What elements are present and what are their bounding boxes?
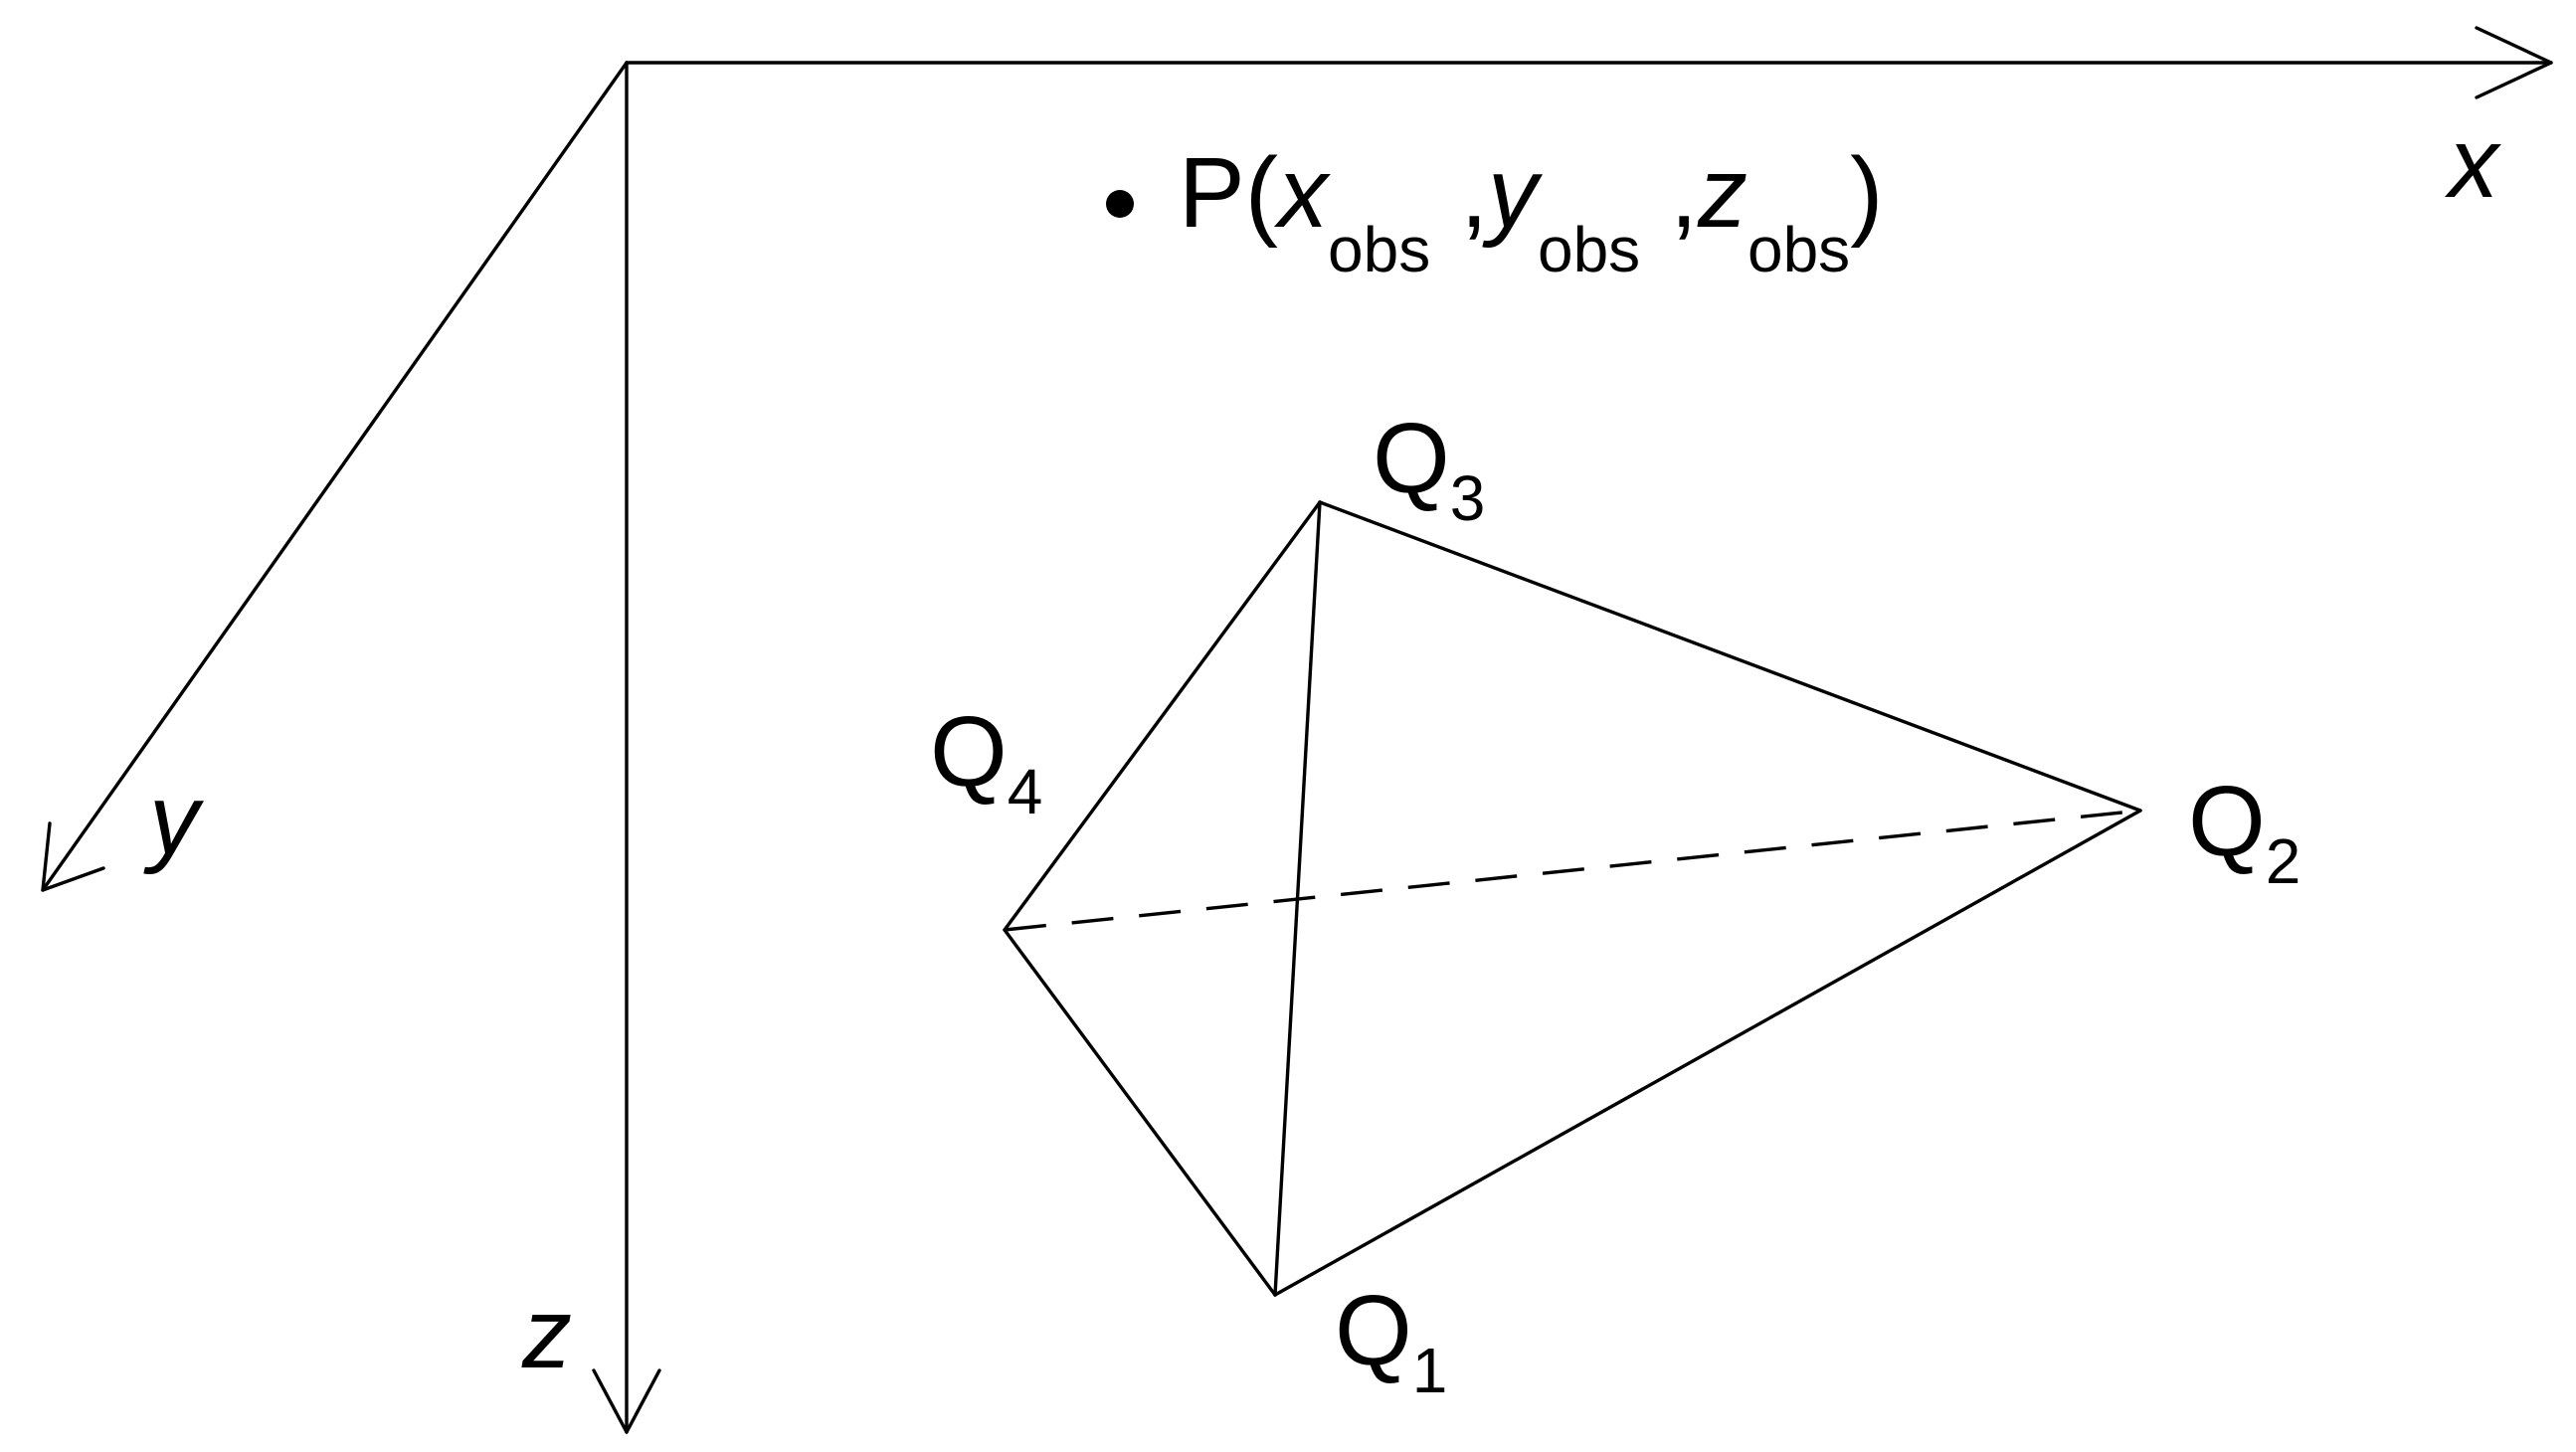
- vertex-q3-index: 3: [1450, 462, 1486, 534]
- separator-2: ,: [1670, 137, 1698, 249]
- vertex-q3-letter: Q: [1373, 403, 1450, 514]
- x-axis-arrowhead: [2475, 26, 2553, 99]
- vertex-label-q4: Q4: [930, 696, 1042, 827]
- tetrahedron: [1003, 500, 2142, 1297]
- coord-z-subscript: obs: [1748, 214, 1850, 285]
- closing-paren: ): [1850, 137, 1883, 249]
- vertex-q2-letter: Q: [2188, 766, 2266, 877]
- coord-y-subscript: obs: [1538, 214, 1640, 285]
- vertex-q4-letter: Q: [930, 696, 1008, 808]
- coord-x-subscript: obs: [1328, 214, 1430, 285]
- coord-z-symbol: z: [1697, 137, 1748, 249]
- vertex-q2-index: 2: [2266, 825, 2301, 897]
- coord-x-symbol: x: [1274, 137, 1331, 249]
- vertex-q4-index: 4: [1008, 756, 1043, 827]
- x-axis-label: x: [2445, 107, 2501, 219]
- separator-1: ,: [1460, 137, 1488, 249]
- edge-q3-q2: [1318, 500, 2142, 813]
- coordinate-axes: [41, 26, 2553, 1434]
- z-axis-label: z: [521, 1278, 572, 1389]
- observation-point-prefix: P(: [1179, 137, 1278, 249]
- coord-y-symbol: y: [1482, 137, 1544, 249]
- edge-q4-q2-hidden: [1004, 809, 2141, 932]
- observation-point-marker: [1106, 190, 1134, 218]
- vertex-q1-index: 1: [1412, 1335, 1448, 1406]
- vertex-q1-letter: Q: [1335, 1275, 1412, 1386]
- edge-q4-q3: [1003, 500, 1322, 932]
- edge-q1-q4: [1003, 928, 1277, 1297]
- vertex-label-q3: Q3: [1373, 403, 1485, 534]
- z-axis-arrowhead: [592, 1368, 661, 1434]
- vertex-label-q2: Q2: [2188, 766, 2300, 897]
- vertex-label-q1: Q1: [1335, 1275, 1447, 1406]
- y-axis-arrowhead: [41, 821, 105, 892]
- y-axis-line: [41, 61, 629, 892]
- edge-q2-q1: [1273, 809, 2142, 1297]
- y-axis-label: y: [143, 764, 205, 875]
- observation-point-label: P(xobs,yobs,zobs): [1179, 137, 1883, 285]
